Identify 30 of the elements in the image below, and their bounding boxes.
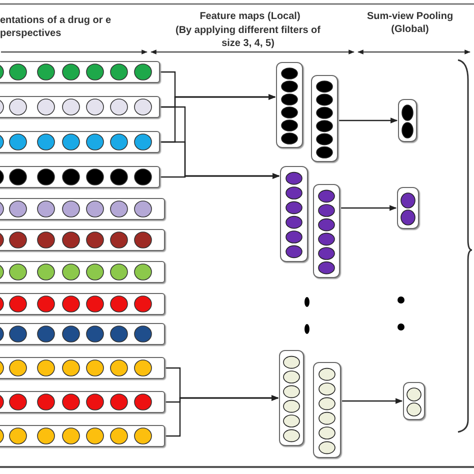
sequence-bar [0,357,165,379]
pooled-vector-box [403,382,425,420]
arrow [160,173,280,179]
feature-map-column [279,350,304,446]
sequence-bar [0,61,160,83]
sequence-bar [0,425,165,447]
sequence-bar [0,198,165,220]
sequence-bar [0,391,165,413]
arrow [341,205,397,211]
section-heading: entations of a drug or e perspectives [0,14,112,40]
pooled-vector-box [398,99,417,142]
feature-map-column [280,166,308,262]
arrow [342,398,403,404]
arrow [339,118,398,124]
sequence-bar [0,131,160,153]
sequence-bar [0,229,165,251]
sequence-bar [0,261,165,283]
feature-map-column [313,362,341,458]
pooled-vector-box [397,187,419,229]
section-heading: Sum-view Pooling (Global) [366,10,454,36]
sequence-bar [0,323,165,345]
feature-map-column [276,62,303,148]
sequence-bar [0,96,160,118]
section-heading: (By applying different filters of size 3, 4, 5) [174,24,322,50]
section-heading: Feature maps (Local) [198,10,302,23]
arrow [165,395,279,437]
feature-map-column [311,75,338,162]
feature-map-column [313,184,340,278]
sequence-bar [0,166,160,188]
sequence-bar [0,293,165,315]
